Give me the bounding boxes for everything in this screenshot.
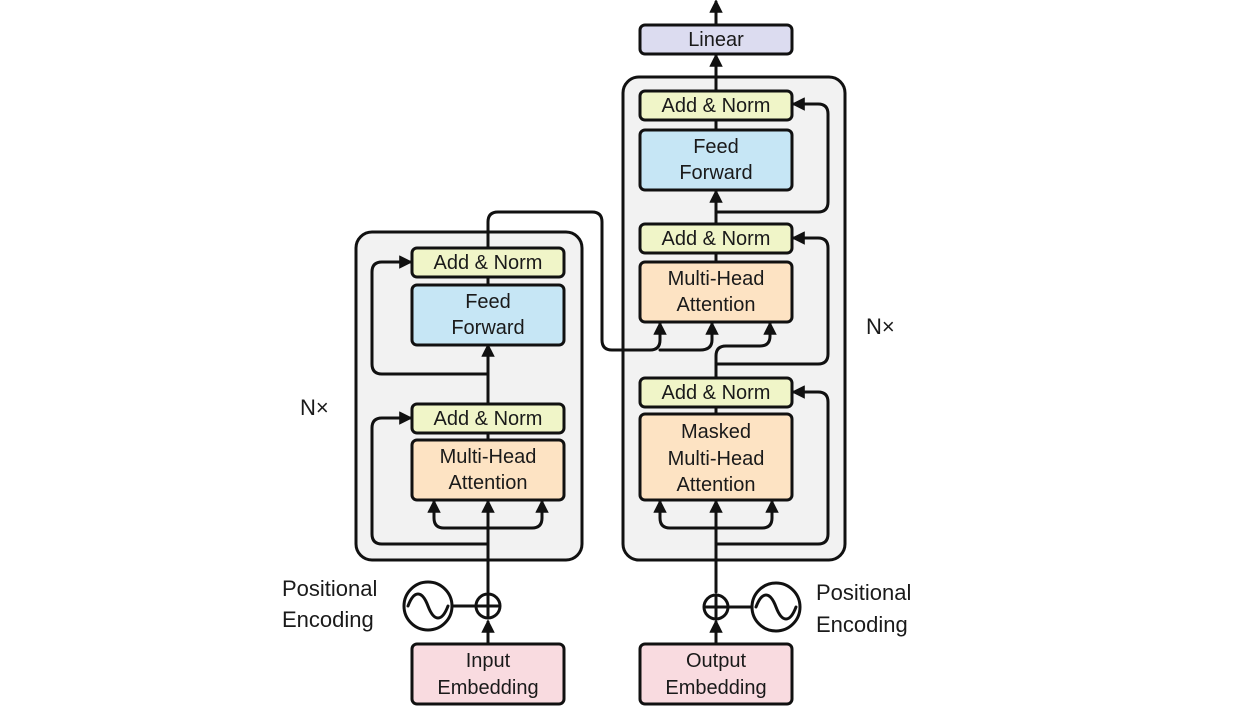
decoder-attention: Multi-Head Attention [638,260,794,324]
arrow-icon [714,231,830,366]
encoder-repeat-label: N× [300,395,329,420]
arrow-icon [653,499,718,530]
decoder-feed-forward-box [638,128,794,192]
masked-attention-label-3: Attention [677,474,756,496]
decoder-positional-label-1: Positional [816,580,911,605]
arrow-icon [370,255,490,376]
arrow-icon [714,97,830,214]
decoder-add-norm-bottom: Add & Norm [638,376,794,409]
decoder-add-norm-mid-box [638,222,794,255]
encoder-add-norm-top-label: Add & Norm [434,252,543,274]
masked-attention-label-2: Multi-Head [668,448,765,470]
arrow-icon [370,411,490,546]
decoder-feed-forward: Feed Forward [638,128,794,192]
output-embedding-label-1: Output [686,650,746,672]
encoder-positional-label-1: Positional [282,576,377,601]
encoder-attention-box [410,438,566,502]
arrow-icon [714,499,779,530]
arrow-icon [658,321,719,352]
input-embedding-label-2: Embedding [437,677,538,699]
encoder-stack [354,230,584,562]
encoder-positional-label-2: Encoding [282,607,374,632]
encoder-attention-label-2: Attention [449,472,528,494]
input-embedding-label-1: Input [466,650,511,672]
arrow-icon [714,321,777,380]
encoder-add-norm-bottom-label: Add & Norm [434,408,543,430]
decoder-add-norm-top-label: Add & Norm [662,95,771,117]
encoder-add-norm-bottom: Add & Norm [410,402,566,435]
linear-label: Linear [688,29,744,51]
decoder-linear: Linear [638,23,794,56]
decoder-attention-box [638,260,794,324]
arrow-icon [427,499,490,530]
encoder-add-norm-top-box [410,246,566,279]
output-embedding-box [638,642,794,706]
input-embedding: Input Embedding [410,642,566,706]
encoder-add-norm-bottom-box [410,402,566,435]
decoder-repeat-label: N× [866,314,895,339]
output-embedding-label-2: Embedding [665,677,766,699]
encoder-feed-forward-label-1: Feed [465,291,511,313]
decoder-feed-forward-label-1: Feed [693,136,739,158]
arrow-icon [486,210,667,352]
encoder-add-norm-top: Add & Norm [410,246,566,279]
linear-box [638,23,794,56]
decoder-add-norm-top: Add & Norm [638,89,794,122]
masked-attention-box [638,412,794,502]
decoder-positional-label-2: Encoding [816,612,908,637]
decoder-add-norm-top-box [638,89,794,122]
encoder-attention: Multi-Head Attention [410,438,566,502]
encoder-feed-forward: Feed Forward [410,283,566,347]
decoder-add-norm-mid: Add & Norm [638,222,794,255]
decoder-feed-forward-label-2: Forward [679,162,752,184]
masked-attention-label-1: Masked [681,421,751,443]
output-embedding: Output Embedding [638,642,794,706]
encoder-feed-forward-label-2: Forward [451,317,524,339]
encoder-feed-forward-box [410,283,566,347]
arrow-icon [714,385,830,546]
decoder-attention-label-1: Multi-Head [668,268,765,290]
decoder-add-norm-bottom-box [638,376,794,409]
decoder-add-norm-mid-label: Add & Norm [662,228,771,250]
input-embedding-box [410,642,566,706]
encoder-positional-encoding: Positional Encoding [282,576,502,632]
decoder-positional-encoding: Positional Encoding [702,580,911,637]
decoder-masked-attention: Masked Multi-Head Attention [638,412,794,502]
decoder-add-norm-bottom-label: Add & Norm [662,382,771,404]
decoder-attention-label-2: Attention [677,294,756,316]
encoder-attention-label-1: Multi-Head [440,446,537,468]
arrow-icon [486,499,549,530]
